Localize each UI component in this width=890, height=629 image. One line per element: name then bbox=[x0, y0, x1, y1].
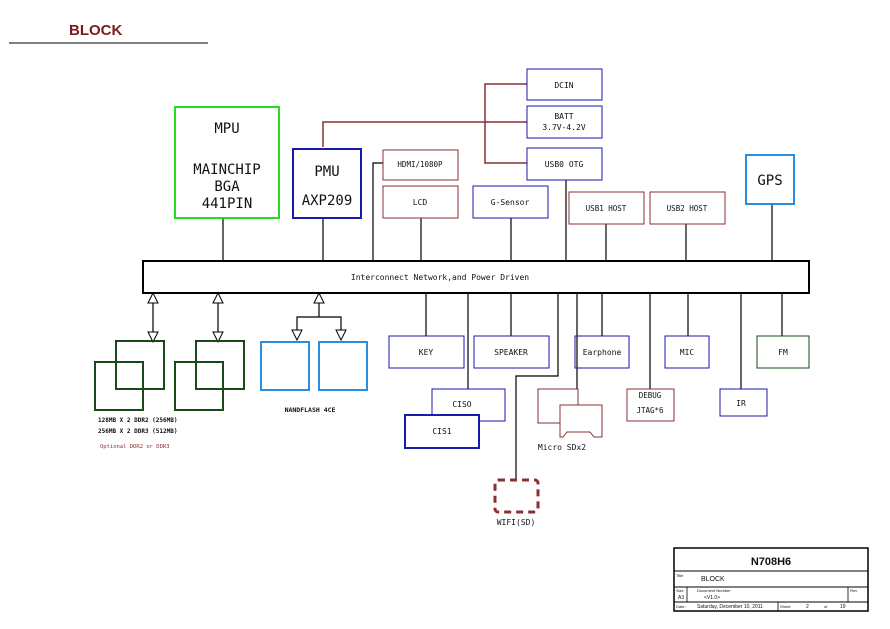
size-field-value: A3 bbox=[678, 595, 684, 601]
arrow-heads bbox=[147, 291, 347, 344]
ddr-option-note: Optional DDR2 or DDR3 bbox=[100, 444, 170, 450]
mpu-pin-label: 441PIN bbox=[202, 196, 253, 212]
page-title: BLOCK bbox=[69, 22, 122, 39]
ir-label: IR bbox=[736, 399, 746, 408]
debug-label: DEBUG bbox=[639, 391, 662, 400]
batt-voltage-label: 3.7V-4.2V bbox=[542, 123, 586, 132]
ddr2-label: 128MB X 2 DDR2 (256MB) bbox=[98, 417, 177, 424]
usb1-host-label: USB1 HOST bbox=[586, 204, 627, 213]
usb2-host-label: USB2 HOST bbox=[667, 204, 708, 213]
size-field-label: Size bbox=[676, 588, 685, 593]
title-field-value: BLOCK bbox=[701, 576, 725, 583]
pmu-chip-label: AXP209 bbox=[302, 193, 353, 209]
title-block bbox=[673, 547, 869, 612]
sheet-label: Sheet bbox=[780, 604, 791, 609]
ddr-chips bbox=[94, 340, 245, 411]
sheet-value: 2 bbox=[806, 604, 809, 610]
date-label: Date: bbox=[676, 604, 686, 609]
jtag-label: JTAG*6 bbox=[636, 406, 664, 415]
mic-label: MIC bbox=[680, 348, 695, 357]
usb0-otg-label: USB0 OTG bbox=[545, 160, 584, 169]
mpu-bga-label: BGA bbox=[214, 179, 240, 195]
hdmi-block bbox=[382, 149, 459, 181]
mpu-mainchip-label: MAINCHIP bbox=[193, 162, 260, 178]
ciso-label: CISO bbox=[452, 400, 471, 409]
doc-number-value: <V1.0> bbox=[704, 595, 720, 601]
pmu-label: PMU bbox=[314, 164, 339, 180]
dcin-label: DCIN bbox=[554, 81, 573, 90]
of-value: 19 bbox=[840, 604, 846, 610]
power-lines bbox=[322, 83, 527, 164]
lcd-block bbox=[382, 185, 459, 219]
bus-connectors bbox=[152, 162, 783, 480]
batt-label: BATT bbox=[554, 112, 573, 121]
batt-block bbox=[526, 105, 603, 139]
ir-block bbox=[719, 388, 768, 417]
bus-label: Interconnect Network,and Power Driven bbox=[351, 273, 529, 282]
key-block bbox=[388, 335, 465, 369]
gps-block bbox=[745, 154, 795, 205]
earphone-label: Earphone bbox=[583, 348, 622, 357]
micro-sd-icon bbox=[537, 388, 603, 438]
usb2-host-block bbox=[649, 191, 726, 225]
date-value: Saturday, December 10, 2011 bbox=[697, 604, 763, 610]
pmu-block bbox=[292, 148, 362, 219]
cis1-block bbox=[404, 414, 480, 449]
fm-block bbox=[756, 335, 810, 369]
mic-block bbox=[664, 335, 710, 369]
fm-label: FM bbox=[778, 348, 788, 357]
usb0-otg-block bbox=[526, 147, 603, 181]
usb1-host-block bbox=[568, 191, 645, 225]
gsensor-block bbox=[472, 185, 549, 219]
cis1-label: CIS1 bbox=[432, 427, 451, 436]
gps-label: GPS bbox=[757, 173, 782, 189]
wifi-icon bbox=[493, 478, 540, 514]
earphone-block bbox=[574, 335, 630, 369]
speaker-block bbox=[473, 335, 550, 369]
key-label: KEY bbox=[419, 348, 434, 357]
debug-block bbox=[626, 388, 675, 422]
speaker-label: SPEAKER bbox=[494, 348, 528, 357]
gsensor-label: G-Sensor bbox=[491, 198, 530, 207]
lcd-label: LCD bbox=[413, 198, 428, 207]
micro-sd-label: Micro SDx2 bbox=[538, 443, 586, 452]
dcin-block bbox=[526, 68, 603, 101]
ddr3-label: 256MB X 2 DDR3 (512MB) bbox=[98, 428, 177, 435]
hdmi-label: HDMI/1080P bbox=[397, 160, 443, 169]
interconnect-bus bbox=[142, 260, 810, 294]
mpu-label: MPU bbox=[214, 121, 239, 137]
mpu-block bbox=[174, 106, 280, 219]
project-name: N708H6 bbox=[751, 556, 791, 568]
of-label: of bbox=[824, 604, 828, 609]
nandflash-label: NANDFLASH 4CE bbox=[285, 406, 336, 414]
doc-number-label: Document Number bbox=[697, 588, 731, 593]
nandflash-chip-1 bbox=[260, 341, 310, 391]
rev-label: Rev bbox=[850, 588, 857, 593]
title-field-label: Title bbox=[676, 573, 684, 578]
nandflash-chip-2 bbox=[318, 341, 368, 391]
wifi-label: WIFI(SD) bbox=[497, 518, 536, 527]
